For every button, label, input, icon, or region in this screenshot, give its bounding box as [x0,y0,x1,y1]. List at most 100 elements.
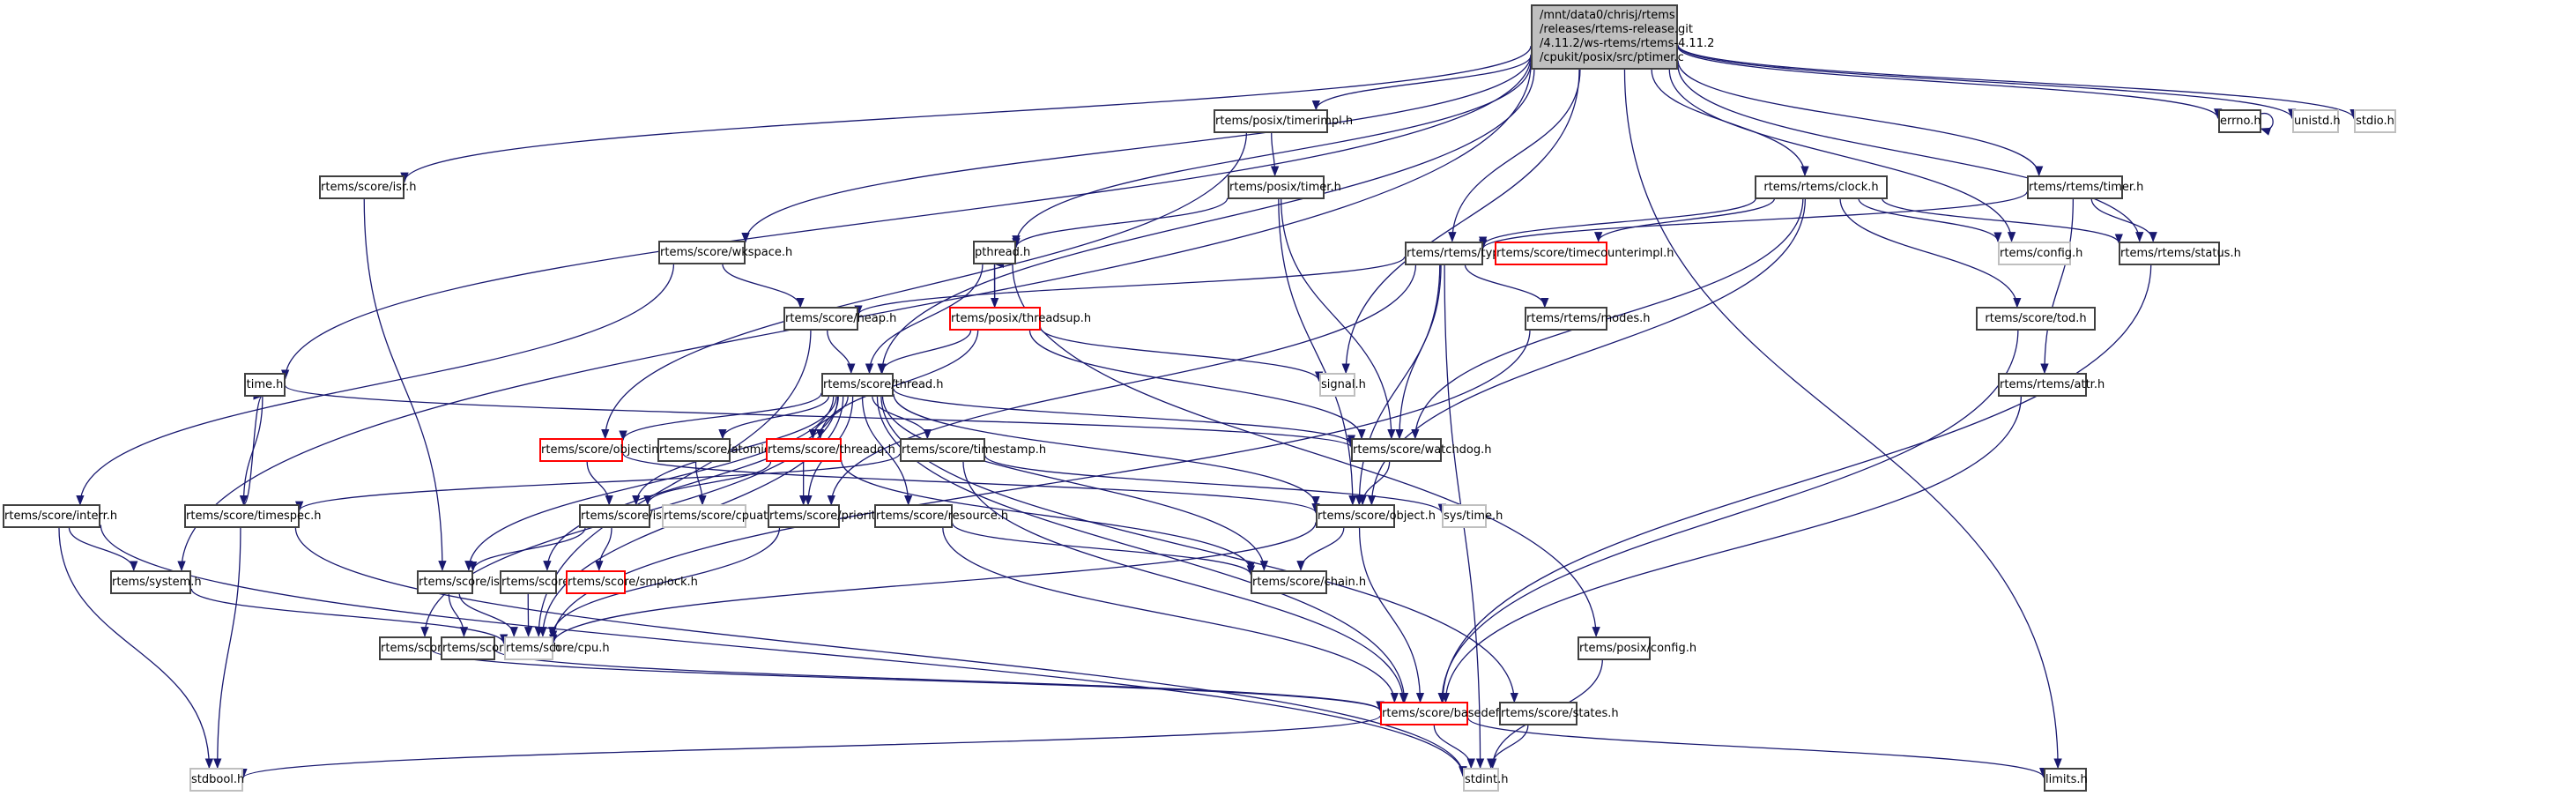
edge-priority-to-cpu [548,527,781,637]
node-timerimpl[interactable]: rtems/posix/timerimpl.h [1214,109,1353,133]
edge-thread-to-resource [861,395,913,506]
edge-attr-to-basedefs [1441,395,2023,703]
edge-atomic-to-cpuatomic [694,461,707,506]
root-path-line-3: /4.11.2/ws-rtems/rtems-4.11.2 [1540,37,1715,50]
edge-root-to-time [281,56,1532,381]
node-pthread[interactable]: pthread.h [973,241,1030,264]
edge-threadq-to-isrlock [643,461,772,506]
edge-root-to-unistd [1677,45,2297,120]
node-errno[interactable]: errno.h [2218,109,2261,133]
node-heap[interactable]: rtems/score/heap.h [783,307,896,331]
node-thread[interactable]: rtems/score/thread.h [821,373,944,397]
edge-thread-to-chain [881,395,1268,571]
edge-resource-to-chain [952,522,1255,577]
node-atomic[interactable]: rtems/score/atomic.h [657,438,781,462]
node-isrlevel[interactable]: rtems/score/isrlevel.h [417,570,543,594]
edge-threadsup-to-signal [1040,327,1324,383]
edge-clock-to-tod [1839,197,2022,309]
node-timestamp[interactable]: rtems/score/timestamp.h [900,438,1046,462]
edge-threadsup-to-threadq [815,330,979,440]
node-ptimer-h[interactable]: rtems/posix/timer.h [1228,175,1341,199]
edge-clock-to-status [1881,197,2123,244]
node-smplock[interactable]: rtems/score/smplock.h [566,570,698,594]
node-cpu[interactable]: rtems/score/cpu.h [504,636,610,660]
edge-isrlock-to-smplock [595,527,612,571]
edge-ptimer-h-to-pthread [1012,197,1229,249]
edge-root-to-limits [1623,69,2062,770]
edge-assert-to-basedefs [494,649,1385,712]
node-system[interactable]: rtems/system.h [110,570,202,594]
edge-types-to-modes [1464,264,1549,309]
edge-timestamp-to-systime [984,455,1446,515]
node-config[interactable]: rtems/config.h [1998,242,2082,265]
edge-basedefs-to-stdint [1433,725,1475,770]
node-stdint[interactable]: stdint.h [1463,768,1508,792]
edge-thread-to-isrlevel [464,395,835,571]
edge-rtimer-to-attr [2040,197,2075,375]
node-wkspace[interactable]: rtems/score/wkspace.h [658,241,792,264]
node-context[interactable]: rtems/score/context.h [500,570,627,594]
edge-interr-to-stdbool [58,527,214,770]
node-threadq[interactable]: rtems/score/threadq.h [766,438,895,462]
edge-clock-to-config [1858,197,2002,243]
node-time[interactable]: time.h [244,373,286,397]
node-stdio[interactable]: stdio.h [2354,109,2396,133]
edge-threadq-to-chain [841,459,1255,573]
edge-types-to-priority [827,264,1417,506]
edge-types-to-heap [854,257,1406,316]
edge-threadsup-to-watchdog [1028,330,1366,440]
node-states[interactable]: rtems/score/states.h [1499,702,1619,725]
node-cpuatomic[interactable]: rtems/score/cpuatomic.h [662,504,806,528]
node-systime[interactable]: sys/time.h [1442,504,1503,528]
node-basedefs[interactable]: rtems/score/basedefs.h [1380,702,1517,725]
node-stack[interactable]: rtems/score/stack.h [379,636,494,660]
node-watchdog[interactable]: rtems/score/watchdog.h [1351,438,1491,462]
node-isr[interactable]: rtems/score/isr.h [319,175,416,199]
node-unistd[interactable]: unistd.h [2292,109,2341,133]
edge-errno-to-errno [2260,113,2274,136]
root-path-line-4: /cpukit/posix/src/ptimer.c [1540,51,1684,64]
node-timecounterimpl[interactable]: rtems/score/timecounterimpl.h [1495,242,1674,265]
node-interr[interactable]: rtems/score/interr.h [3,504,117,528]
edge-types-to-object [1355,264,1441,506]
node-status[interactable]: rtems/rtems/status.h [2119,242,2241,265]
edge-watchdog-to-object [1358,461,1391,506]
edge-thread-to-threadq [808,395,849,440]
edge-states-to-stdint [1487,725,1529,770]
node-isrlock[interactable]: rtems/score/isrlock.h [579,504,701,528]
node-chain[interactable]: rtems/score/chain.h [1251,570,1366,594]
node-modes[interactable]: rtems/rtems/modes.h [1525,307,1651,331]
node-types[interactable]: rtems/rtems/types.h [1405,242,1524,265]
node-stdbool[interactable]: stdbool.h [189,768,244,792]
edge-clock-to-types [1479,197,1756,248]
edge-basedefs-to-limits [1467,718,2048,778]
edge-timespec-to-stdint [294,527,1467,777]
node-resource[interactable]: rtems/score/resource.h [874,504,1008,528]
node-limits[interactable]: limits.h [2044,768,2088,792]
edge-basedefs-to-stdbool [239,715,1381,779]
node-objectimpl[interactable]: rtems/score/objectimpl.h [539,438,684,462]
node-signal[interactable]: signal.h [1319,373,1366,397]
root-file-node: /mnt/data0/chrisj/rtems /releases/rtems-… [1531,4,1715,70]
node-rtimer[interactable]: rtems/rtems/timer.h [2027,175,2143,199]
node-posixconfig[interactable]: rtems/posix/config.h [1578,636,1696,660]
edge-root-to-wkspace [741,54,1532,243]
edge-timespec-to-stdbool [213,527,241,770]
node-priority[interactable]: rtems/score/priority.h [768,504,892,528]
edge-thread-to-context [543,395,839,571]
node-attr[interactable]: rtems/rtems/attr.h [1998,373,2105,397]
edge-time-to-watchdog [285,384,1355,449]
node-timespec[interactable]: rtems/score/timespec.h [184,504,321,528]
edge-thread-to-objectimpl [619,392,822,442]
node-assert[interactable]: rtems/score/assert.h [441,636,560,660]
node-tod[interactable]: rtems/score/tod.h [1976,307,2096,331]
node-threadsup[interactable]: rtems/posix/threadsup.h [949,307,1091,331]
node-object[interactable]: rtems/score/object.h [1316,504,1436,528]
edge-resource-to-basedefs [942,527,1399,703]
edge-root-to-config [1668,69,2016,242]
edge-root-to-rtimer [1677,60,2044,177]
edge-object-to-basedefs [1358,527,1425,703]
edge-object-to-chain [1296,527,1345,571]
node-clock[interactable]: rtems/rtems/clock.h [1755,175,1888,199]
